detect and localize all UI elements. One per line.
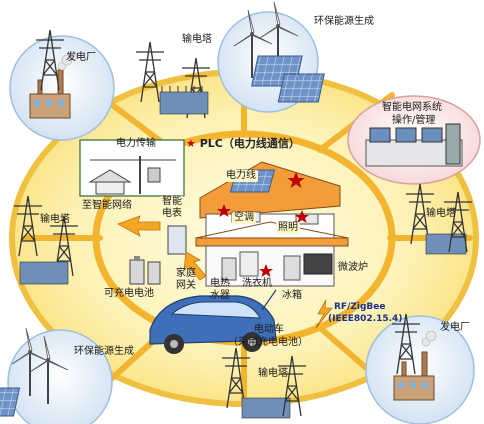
label-aircon: 空调 <box>232 212 256 224</box>
label-to-smart-grid: 至智能网络 <box>82 200 132 211</box>
renewable-bottom-bubble <box>7 329 113 424</box>
tower-top-group <box>135 41 211 119</box>
label-rf-zigbee-1: RF/ZigBee <box>334 302 386 312</box>
label-tower-right: 输电塔 <box>426 208 456 219</box>
rechargeable-battery-icon <box>129 256 161 285</box>
label-power-plant-top: 发电厂 <box>66 52 96 63</box>
rf-signal-icon <box>315 299 333 329</box>
label-tower-bottom: 输电塔 <box>258 368 288 379</box>
power-transmission-panel <box>79 139 185 197</box>
label-tower-left: 输电塔 <box>40 214 70 225</box>
label-smart-meter-2: 电表 <box>160 208 184 220</box>
label-rf-zigbee-2: (IEEE802.15.4) <box>328 314 403 324</box>
label-smart-meter-1: 智能 <box>160 196 184 208</box>
label-power-line: 电力线 <box>224 170 258 182</box>
label-fridge: 冰箱 <box>282 290 302 301</box>
smart-meter-icon <box>167 225 187 255</box>
data-arrows <box>117 215 207 281</box>
label-home-gateway-2: 网关 <box>176 280 196 291</box>
label-renewable-bottom: 环保能源生成 <box>74 346 134 357</box>
label-ev-2: （采用充电电池） <box>228 337 308 348</box>
label-microwave: 微波炉 <box>338 262 368 273</box>
steam <box>57 51 78 71</box>
tower-bottom-group <box>221 347 307 419</box>
electric-car-icon <box>149 289 277 354</box>
plc-star-icon: ★ <box>186 137 196 150</box>
label-rechargeable-battery: 可充电电池 <box>104 288 154 299</box>
tower-left-group <box>13 195 79 285</box>
label-lighting: 照明 <box>276 222 300 234</box>
label-smart-grid-system: 智能电网系统 <box>382 102 442 113</box>
tower-right-group <box>405 183 473 255</box>
label-plc-text: PLC（电力线通信） <box>199 137 300 150</box>
label-plc: ★ PLC（电力线通信） <box>186 137 300 151</box>
label-washing-machine: 洗衣机 <box>242 278 272 289</box>
label-power-plant-bottom: 发电厂 <box>440 322 470 333</box>
power-plant-bottom-bubble <box>365 315 475 424</box>
label-water-heater-1: 电热 <box>210 278 230 289</box>
label-water-heater-2: 水器 <box>210 290 230 301</box>
label-home-gateway-1: 家庭 <box>176 268 196 279</box>
smart-house <box>195 161 349 287</box>
label-renewable-top: 环保能源生成 <box>314 16 374 27</box>
control-room-icon <box>365 123 463 167</box>
label-tower-top: 输电塔 <box>182 34 212 45</box>
label-ev-1: 电动车 <box>254 324 284 335</box>
label-power-transmission: 电力传输 <box>116 138 156 149</box>
label-smart-grid-ops: 操作/管理 <box>392 115 436 126</box>
